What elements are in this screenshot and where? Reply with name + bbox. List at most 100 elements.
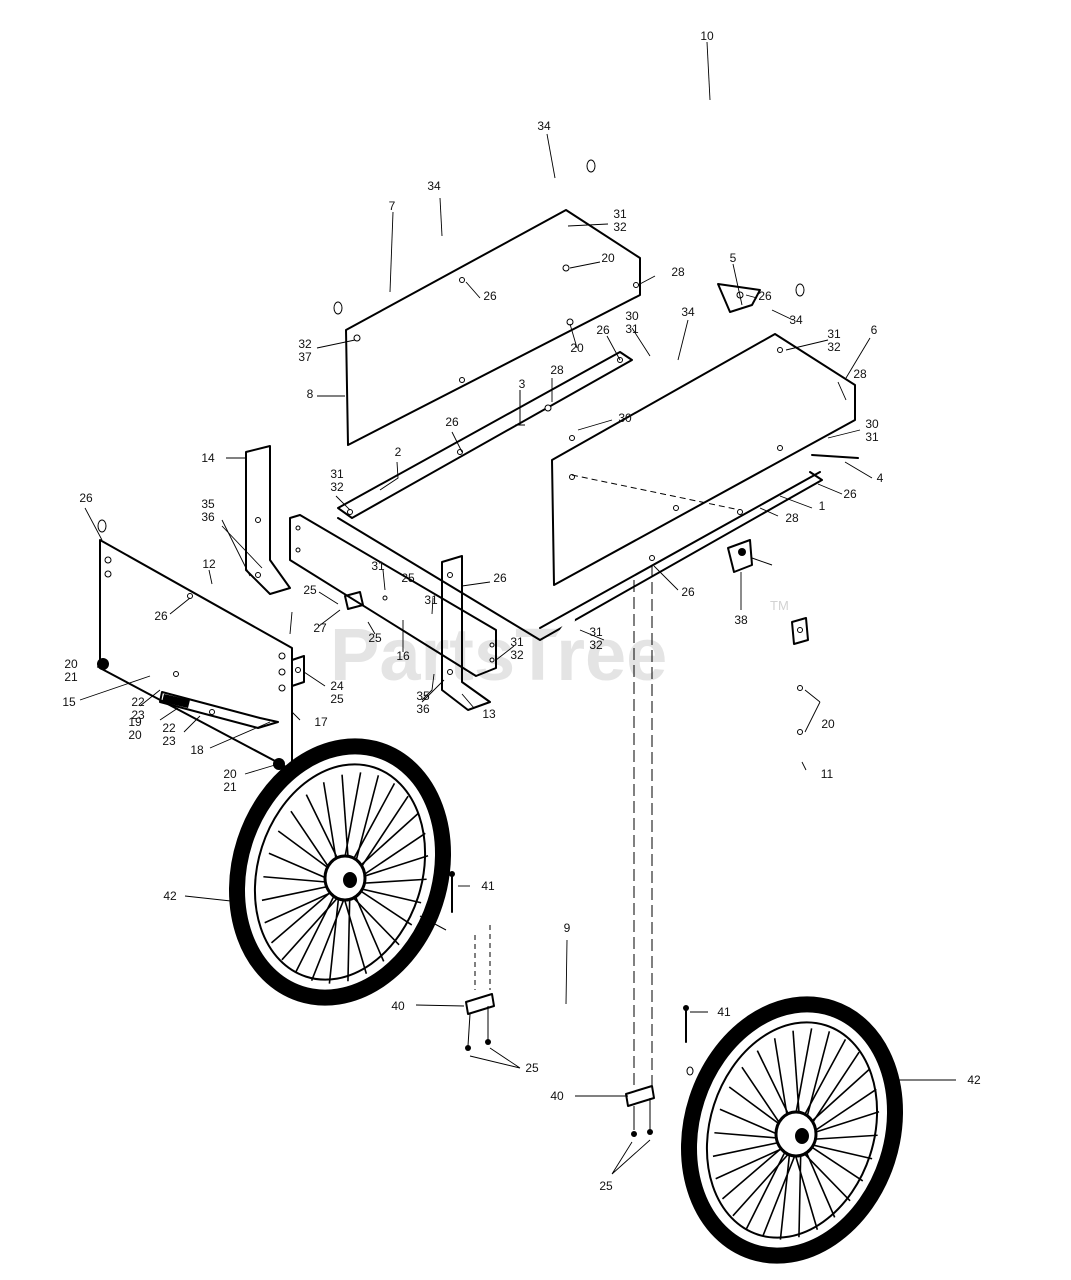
bracket-part-13	[441, 555, 491, 711]
callout-26i: 26	[154, 609, 168, 623]
callout-line: 7	[389, 199, 396, 213]
right-wheel-part-42	[680, 996, 904, 1264]
axle-clamp-left-part-40	[465, 925, 495, 1051]
callout-28d: 28	[785, 511, 799, 525]
callout-line: 6	[871, 323, 878, 337]
callout-42b: 42	[967, 1073, 981, 1087]
callout-line: 32	[827, 340, 841, 354]
callout-line: 35	[416, 689, 430, 703]
spoke	[779, 1139, 792, 1240]
callout-line: 21	[64, 670, 78, 684]
callout-5: 5	[730, 251, 737, 265]
callout-3: 3	[519, 377, 526, 391]
callout-line: 26	[445, 415, 459, 429]
callout-line: 38	[734, 613, 748, 627]
callout-line: 26	[843, 487, 857, 501]
spoke	[328, 883, 341, 984]
callout-line: 41	[481, 879, 495, 893]
callout-10: 10	[700, 29, 714, 43]
callout-26f: 26	[79, 491, 93, 505]
callout-line: 30	[618, 411, 632, 425]
callout-31a: 31	[371, 559, 385, 573]
callout-9: 9	[564, 921, 571, 935]
callout-42a: 42	[163, 889, 177, 903]
callout-25c: 25	[368, 631, 382, 645]
callout-34d: 34	[681, 305, 695, 319]
callout-line: 34	[681, 305, 695, 319]
callout-line: 25	[330, 692, 344, 706]
callout-26g: 26	[493, 571, 507, 585]
callout-line: 31	[371, 559, 385, 573]
callout-line: 8	[307, 387, 314, 401]
callout-8: 8	[307, 387, 314, 401]
callout-line: 30	[865, 417, 879, 431]
callout-line: 31	[613, 207, 627, 221]
callout-28b: 28	[550, 363, 564, 377]
callout-28a: 28	[671, 265, 685, 279]
callout-line: 27	[313, 621, 327, 635]
callout-26d: 26	[758, 289, 772, 303]
callout-26b: 26	[596, 323, 610, 337]
callout-line: 25	[303, 583, 317, 597]
cotter-pins-part-41	[449, 871, 689, 1043]
callout-line: 26	[483, 289, 497, 303]
callout-line: 32	[613, 220, 627, 234]
callout-line: 40	[391, 999, 405, 1013]
callout-line: 25	[368, 631, 382, 645]
axle-clamp-right-part-40	[625, 565, 655, 1137]
front-tube-part-12	[97, 519, 295, 641]
callout-line: 28	[785, 511, 799, 525]
callout-26e: 26	[843, 487, 857, 501]
callout-line: 26	[154, 609, 168, 623]
callout-20a: 20	[601, 251, 615, 265]
callout-line: 15	[62, 695, 76, 709]
callout-line: 3	[519, 377, 526, 391]
watermark-trademark: TM	[770, 598, 789, 613]
callout-line: 12	[202, 557, 216, 571]
cross-rail-part-16	[289, 514, 497, 677]
callout-line: 20	[570, 341, 584, 355]
callout-line: 23	[162, 734, 176, 748]
callout-line: 1	[819, 499, 826, 513]
callout-line: 20	[128, 728, 142, 742]
callout-13: 13	[482, 707, 496, 721]
callout-7: 7	[389, 199, 396, 213]
latch-part-38	[727, 539, 773, 573]
watermark-text: PartsTree	[330, 613, 667, 696]
callout-line: 28	[550, 363, 564, 377]
callout-line: 21	[223, 780, 237, 794]
callout-line: 20	[601, 251, 615, 265]
callout-line: 4	[877, 471, 884, 485]
callout-line: 34	[427, 179, 441, 193]
rear-top-tube-part-7	[333, 179, 570, 315]
callout-line: 10	[700, 29, 714, 43]
right-side-panel-part-6	[551, 283, 856, 586]
bed-frame-part-2	[337, 351, 823, 641]
callout-4: 4	[877, 471, 884, 485]
callout-line: 31	[330, 467, 344, 481]
callout-line: 11	[821, 767, 834, 781]
partstree-watermark: PartsTree TM	[330, 598, 789, 696]
callout-line: 14	[201, 451, 215, 465]
callout-line: 34	[789, 313, 803, 327]
callout-line: 18	[190, 743, 204, 757]
callout-28c: 28	[853, 367, 867, 381]
callout-line: 28	[853, 367, 867, 381]
callout-34b: 34	[427, 179, 441, 193]
spoke	[745, 1139, 792, 1229]
spoke	[294, 883, 341, 973]
callout-1: 1	[819, 499, 826, 513]
callout-40b: 40	[550, 1089, 564, 1103]
callout-line: 25	[599, 1179, 613, 1193]
callout-14: 14	[201, 451, 215, 465]
callout-line: 41	[717, 1005, 731, 1019]
handle-tube-part-10	[586, 24, 1050, 297]
callout-line: 25	[525, 1061, 539, 1075]
